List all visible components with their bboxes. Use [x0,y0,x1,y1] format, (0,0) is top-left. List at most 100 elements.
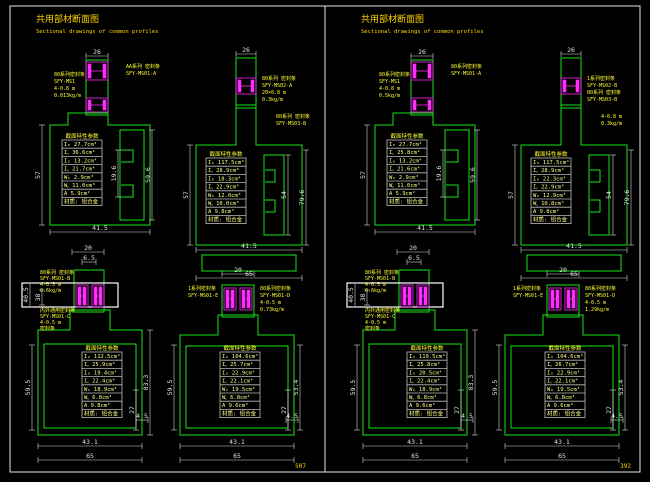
property-table-bl-row-0: Iₓ 119.5cm⁴ [409,353,445,360]
label-tr-2: 20×0.8 m [262,90,286,96]
property-table-bl-row-1: Iᵧ 25.8cm⁴ [409,361,440,368]
property-table-tr-row-3: Iᵧ 22.9cm⁴ [208,184,239,191]
dim-bl-h0: 20 [84,244,92,252]
label-bl-4: 内外通用密封条 [365,307,400,314]
label-tl-1: SFY-MS1 [54,79,75,85]
profile-outline [195,104,303,246]
gasket-left-lip-left [550,289,555,309]
dim-bl-h3: 65 [86,452,94,460]
property-table-br-row-0: Iₓ 104.6cm⁴ [222,353,258,360]
sheet-subtitle: Sectional drawings of common profiles [361,29,484,35]
dim-tl-h1: 41.5 [417,224,433,232]
label-bl-4: 内外通用密封条 [40,307,75,314]
property-table-tr-row-2: Iₓ 22.3cm⁴ [533,175,566,182]
property-table-tr-row-5: Wᵧ 10.0cm³ [208,200,239,207]
gasket-top-lip-right [575,79,580,93]
label-tl-0: 80系列密封条 [379,71,410,78]
label-tl-1: SFY-MS1 [379,79,400,85]
gasket-right-lip-left [566,289,571,309]
dim-tr-v2: 54 [280,191,288,199]
dim-br-h3: 4.5 [611,412,623,420]
profile-stem [85,59,109,116]
gasket-top-lip-left [87,63,92,79]
property-table-br-title: 截面特性参数 [223,344,257,352]
property-table-bl-row-1: Iᵧ 25.9cm⁴ [84,361,115,368]
profile-base [526,254,622,272]
gasket-top [560,77,582,95]
property-table-br-row-3: Iᵧ 22.1cm⁴ [547,378,578,385]
dim-tl-h0: 26 [93,48,101,56]
gasket-mid-lip-left [412,99,417,111]
property-table-tr-row-5: Wᵧ 10.8cm³ [533,200,564,207]
profile-outline [179,314,295,436]
property-table-tr-row-6: A 9.8cm² [533,208,560,215]
property-table-bl-row-7: 材质: 铝合金 [409,409,444,417]
property-table-bl-row-3: Iᵧ 22.4cm⁴ [84,378,115,385]
property-table-bl-row-6: A 9.6cm² [409,402,436,409]
property-table-tr-row-6: A 9.8cm² [208,208,235,215]
profile-inner [185,345,289,429]
profile-chamber [588,154,610,236]
gasket-right [239,287,253,311]
dim-br-v2: 27 [280,406,288,414]
dim-bl-v1: 38 [34,294,42,302]
gasket-left [223,287,237,311]
property-table-br-row-1: Iᵧ 25.7cm⁴ [222,361,253,368]
label-bl-2: 4-0.5 m [365,282,386,288]
label-tl-4: AA系列 密封条 [126,63,160,70]
dim-br-v1: 53.4 [292,380,300,396]
gasket-right [91,284,105,308]
property-table-bl-row-4: Wₓ 18.9cm³ [84,386,117,393]
profile-inner [43,343,137,429]
dim-bl-v2: 59.5 [349,380,357,396]
dim-bl-v0: 40.5 [22,287,30,303]
profile-inner [510,345,614,429]
dim-tr-h0: 26 [242,46,250,54]
profile-outline [520,104,628,246]
property-table-tr-row-0: Iₓ 117.5cm⁴ [533,159,569,166]
dim-bl-h3: 65 [411,452,419,460]
gasket-top-lip-left [237,79,242,93]
label-tl-5: SFY-MS01-A [451,71,481,77]
property-table-bl-row-2: Iₓ 20.5cm⁴ [409,369,442,376]
dim-bl-v1: 38 [359,294,367,302]
dim-tr-v2: 54 [605,191,613,199]
profile-outline [37,309,143,436]
dim-tl-v1: 59.6 [469,167,477,183]
property-table-tl-row-6: A 5.9cm² [64,190,91,197]
gasket-top [235,77,257,95]
gasket-top-lip-left [562,79,567,93]
dim-tl-h0: 26 [418,48,426,56]
dim-br-h3: 4.5 [286,412,298,420]
label-br-5: 0.73kg/m [260,307,284,313]
property-table-tr-row-1: Iᵧ 28.9cm⁴ [533,167,564,174]
gasket-left-lip-left [77,286,82,306]
gasket-left [548,287,562,311]
label-br-2: 80系列密封条 [260,285,291,292]
label-tr-3: 0.3kg/m [262,97,283,103]
dim-tl-v0: 57 [359,171,367,179]
label-tr-0: 1系列密封条 [587,75,615,82]
property-table-tl-row-2: Iₓ 13.2cm⁴ [64,157,97,164]
profile-notches [590,169,601,213]
label-tl-0: 80系列密封条 [54,71,85,78]
property-table-bl-row-4: Wₓ 18.9cm³ [409,386,442,393]
label-tr-0: 80系列 密封条 [262,75,296,82]
property-table-tr-title: 截面特性参数 [534,150,568,158]
gasket-right-lip-left [93,286,98,306]
profile-outline [504,314,620,436]
sheet-title: 共用部材断面图 [36,13,99,25]
gasket-right [416,284,430,308]
gasket-right-lip-left [418,286,423,306]
dim-tl-v2: 19.6 [435,166,443,182]
property-table-tl-row-7: 材质: 铝合金 [389,197,424,205]
profile-base [201,254,297,272]
profile-notches [121,149,134,198]
property-table-tl-row-0: Iₓ 27.7cm⁴ [389,141,422,148]
sheet-number: 507 [295,463,306,470]
sheet-number: 392 [620,463,631,470]
